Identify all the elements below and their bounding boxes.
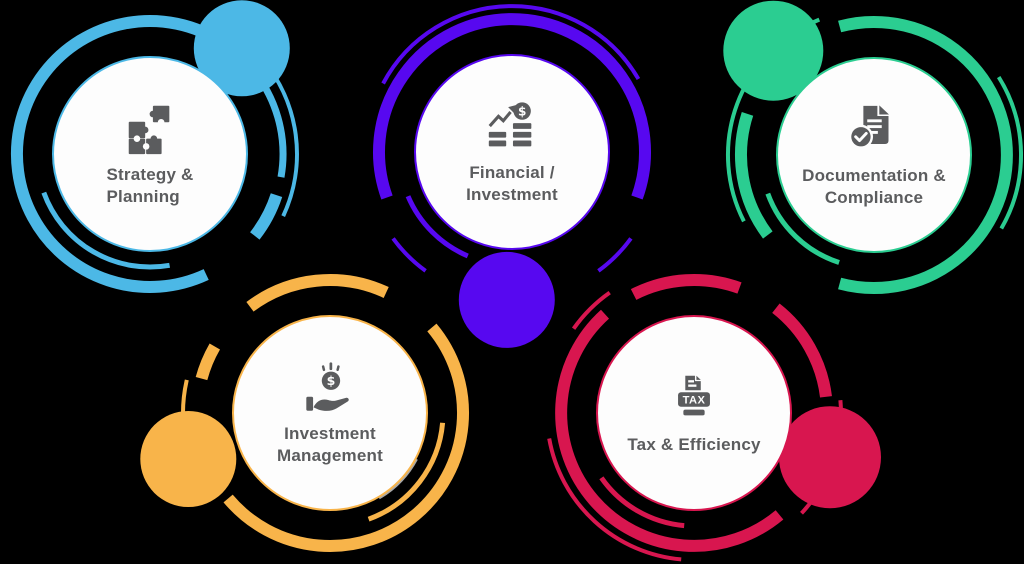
ring-strategy-planning [10, 0, 299, 293]
ring-arc [405, 195, 469, 259]
label-line-2: Investment [466, 185, 558, 204]
accent-dot-strategy-planning [193, 0, 290, 97]
label-line-2: Planning [106, 187, 180, 206]
ring-arc [599, 476, 685, 529]
ring-arc [249, 193, 283, 240]
label-line-2: Compliance [824, 188, 924, 207]
circle-investment-management: $ Investment Management [232, 315, 428, 511]
accent-dot-tax-efficiency [779, 406, 881, 509]
ring-arc [597, 237, 633, 273]
ring-arc [223, 323, 470, 553]
label-line-1: Investment [284, 424, 376, 444]
ring-tax-efficiency [547, 273, 881, 562]
tax-document-icon: TAX [678, 375, 710, 416]
label-strategy-planning: Strategy & Planning [106, 164, 193, 208]
ring-arc [997, 76, 1023, 230]
ring-arc [772, 303, 832, 398]
growth-coins-icon: $ [488, 102, 532, 147]
accent-dot-investment-management [140, 411, 237, 507]
puzzle-icon [128, 106, 170, 155]
ring-arc [367, 422, 446, 522]
circle-documentation-compliance: Documentation & Compliance [776, 57, 972, 253]
label-investment-management: Investment Management [277, 423, 383, 467]
ring-arc [547, 438, 682, 562]
ring-arc [246, 274, 389, 312]
document-check-icon [848, 105, 889, 150]
ring-arc [765, 192, 840, 265]
ring-arc [555, 309, 784, 552]
label-line-1: Tax & Efficiency [627, 435, 761, 455]
label-documentation-compliance: Documentation & Compliance [802, 165, 946, 209]
ring-documentation-compliance [723, 0, 1023, 294]
circle-strategy-planning: Strategy & Planning [52, 56, 248, 252]
label-line-1: Documentation & [802, 166, 946, 186]
label-line-1: Financial / [469, 163, 555, 183]
circle-financial-investment: $ Financial / Investment [414, 54, 610, 250]
ring-arc [630, 273, 742, 300]
label-line-1: Strategy & [106, 165, 194, 185]
svg-text:TAX: TAX [683, 394, 706, 406]
hand-coin-icon: $ [306, 362, 349, 412]
svg-text:$: $ [327, 373, 336, 388]
accent-dot-documentation-compliance [723, 0, 824, 101]
ring-financial-investment [373, 4, 651, 348]
ring-arc [373, 13, 651, 200]
ring-arc [381, 4, 641, 85]
ring-investment-management [140, 274, 470, 553]
ring-arc [10, 15, 264, 293]
label-line-2: Management [277, 446, 383, 465]
ring-arc [838, 16, 1013, 294]
label-tax-efficiency: Tax & Efficiency [627, 434, 760, 456]
ring-arc [391, 237, 427, 273]
label-financial-investment: Financial / Investment [466, 162, 558, 206]
svg-text:$: $ [518, 105, 526, 119]
ring-arc [571, 290, 611, 330]
circle-tax-efficiency: TAX Tax & Efficiency [596, 315, 792, 511]
ring-arc [195, 343, 221, 381]
accent-dot-financial-investment [458, 251, 555, 348]
ring-arc [735, 112, 773, 239]
ring-arc [41, 191, 171, 270]
